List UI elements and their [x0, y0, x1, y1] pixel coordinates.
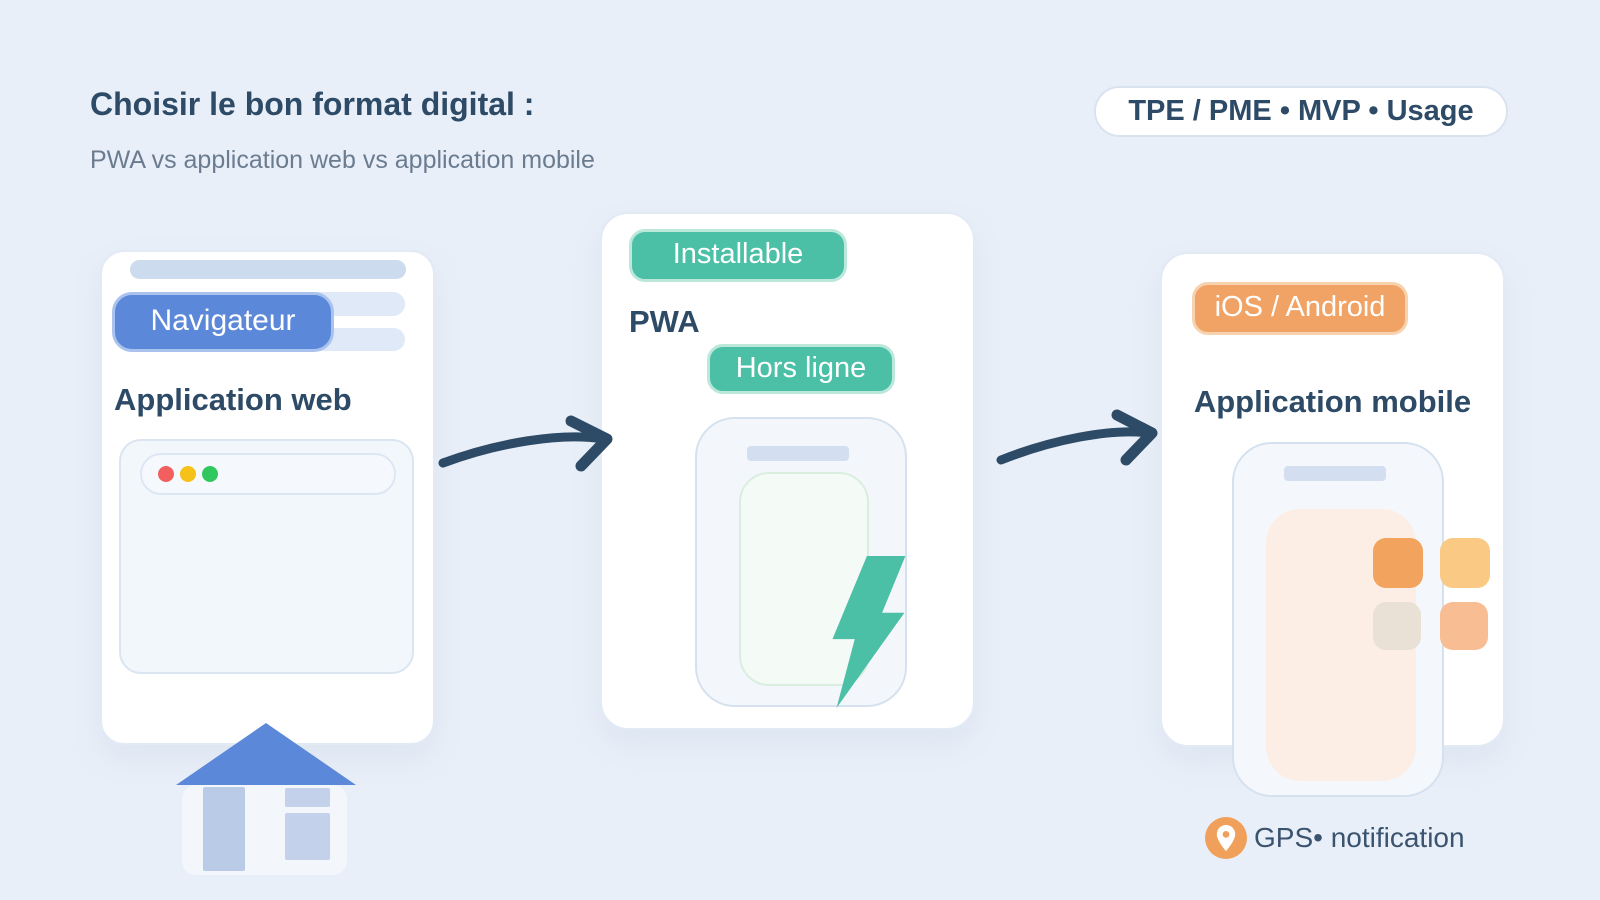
card-pwa-title: PWA: [629, 304, 700, 339]
arrow-web-to-pwa-icon: [438, 415, 613, 472]
phone-screen: [739, 472, 869, 686]
card-application-web: Navigateur Application web: [100, 250, 435, 745]
traffic-light-red-icon: [158, 466, 174, 482]
house-icon: [175, 723, 357, 875]
house-body: [182, 785, 347, 875]
card-web-title: Application web: [114, 382, 352, 417]
traffic-light-green-icon: [202, 466, 218, 482]
traffic-light-yellow-icon: [180, 466, 196, 482]
skeleton-bar: [130, 260, 406, 279]
page-title: Choisir le bon format digital :: [90, 86, 535, 122]
gps-notification-caption: GPS• notification: [1254, 822, 1465, 853]
hors-ligne-badge: Hors ligne: [707, 344, 895, 394]
browser-toolbar: [140, 453, 396, 495]
browser-window-mockup: [119, 439, 414, 674]
phone-speaker-bar: [1284, 466, 1386, 481]
app-icon: [1373, 602, 1421, 650]
house-roof: [176, 723, 356, 785]
context-badge: TPE / PME • MVP • Usage: [1094, 86, 1508, 137]
location-pin-icon: [1205, 817, 1247, 859]
arrow-pwa-to-mobile-icon: [996, 409, 1158, 466]
app-icon: [1440, 602, 1488, 650]
card-mobile-title: Application mobile: [1193, 384, 1472, 419]
card-application-mobile: iOS / Android Application mobile: [1160, 252, 1505, 797]
app-icon: [1440, 538, 1490, 588]
navigateur-badge: Navigateur: [112, 292, 334, 352]
page-subtitle: PWA vs application web vs application mo…: [90, 146, 595, 174]
ios-android-badge: iOS / Android: [1192, 282, 1408, 335]
lightning-bolt-icon: [832, 556, 906, 708]
installable-badge: Installable: [629, 229, 847, 282]
phone-speaker-bar: [747, 446, 849, 461]
house-window: [285, 813, 330, 860]
house-window: [285, 788, 330, 807]
app-icon: [1373, 538, 1423, 588]
house-door: [203, 787, 245, 871]
